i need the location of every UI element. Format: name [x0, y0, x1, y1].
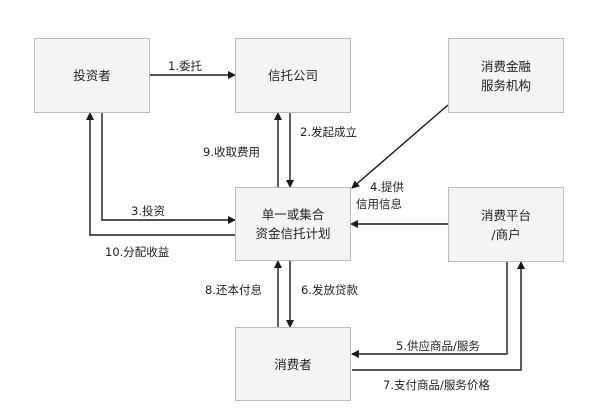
edge-label-distribute-income: 10.分配收益 [105, 245, 170, 259]
edge-label-collect-fee: 9.收取费用 [203, 145, 260, 159]
node-platform-line1: 消费平台 [480, 207, 531, 223]
edge-label-supply-goods: 5.供应商品/服务 [396, 339, 480, 353]
arrow-distribute-income [86, 112, 235, 236]
edge-label-invest: 3.投资 [131, 204, 165, 218]
node-trust-plan-line2: 资金信托计划 [255, 226, 331, 241]
edge-label-credit-info-2: 信用信息 [356, 197, 402, 211]
arrow-supply-goods [351, 262, 508, 358]
node-investor-label: 投资者 [73, 68, 111, 83]
node-trust-company-label: 信托公司 [267, 68, 318, 83]
node-consumer-label: 消费者 [274, 356, 312, 372]
node-investor: 投资者 [34, 38, 150, 113]
arrow-credit-info [351, 104, 449, 189]
edge-label-issue-loan: 6.发放贷款 [301, 283, 358, 297]
node-platform: 消费平台 /商户 [448, 187, 564, 262]
node-trust-plan: 单一或集合 资金信托计划 [235, 187, 351, 261]
edge-label-entrust: 1.委托 [168, 59, 202, 73]
edge-label-pay-price: 7.支付商品/服务价格 [383, 378, 490, 392]
node-consumer-finance-line2: 服务机构 [480, 77, 531, 93]
node-consumer: 消费者 [235, 327, 351, 401]
edge-label-repay: 8.还本付息 [205, 283, 262, 297]
node-consumer-finance: 消费金融 服务机构 [448, 38, 564, 113]
edge-label-establish: 2.发起成立 [300, 125, 357, 139]
node-trust-company: 信托公司 [235, 38, 351, 113]
arrow-pay-price [352, 261, 525, 371]
edge-label-credit-info-1: 4.提供 [370, 180, 404, 194]
node-consumer-finance-line1: 消费金融 [480, 58, 531, 74]
node-platform-line2: /商户 [491, 226, 521, 242]
node-trust-plan-line1: 单一或集合 [261, 207, 325, 222]
arrow-invest [101, 113, 236, 224]
